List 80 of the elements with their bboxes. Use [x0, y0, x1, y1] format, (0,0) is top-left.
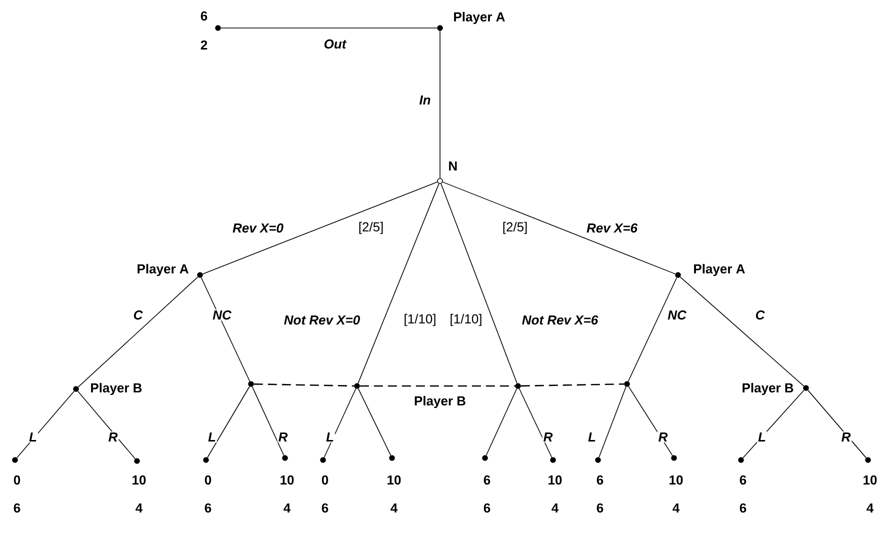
player-label: Player A [694, 264, 745, 276]
payoff: 4 [866, 504, 874, 512]
payoff: 4 [136, 504, 143, 512]
payoff: 6 [484, 503, 490, 513]
payoff: 4 [552, 504, 559, 512]
branch-line [628, 277, 678, 382]
edge-label: L [587, 432, 597, 442]
edge-label: NC [666, 309, 688, 321]
edge-label: R [107, 432, 119, 442]
branch-line [680, 276, 804, 386]
player-label: N [449, 162, 457, 170]
branch-line [78, 276, 198, 388]
edge-label: R [542, 432, 554, 442]
payoff: 6 [204, 503, 212, 513]
payoff: 6 [14, 503, 20, 513]
edge-label: NC [212, 309, 232, 321]
payoff: 10 [132, 475, 146, 485]
payoff: 6 [596, 503, 604, 513]
payoff: 6 [200, 11, 208, 21]
payoff: 10 [280, 475, 294, 485]
branch-line [628, 386, 673, 456]
payoff: 6 [740, 475, 746, 485]
edge-label: L [28, 432, 38, 442]
branch-line [202, 182, 438, 274]
edge-label: R [657, 432, 669, 442]
player-label: Player A [138, 264, 188, 276]
probability-label: [1/10] [448, 312, 484, 328]
branch-line [518, 388, 552, 458]
edge-label: Not Rev X=0 [282, 314, 362, 326]
edge-label: Not Rev X=6 [520, 314, 600, 326]
payoff: 6 [740, 503, 746, 513]
branch-line [358, 388, 392, 456]
payoff: 4 [284, 504, 291, 512]
payoff: 0 [204, 475, 212, 485]
edge-label: In [418, 94, 432, 106]
payoff: 0 [14, 475, 20, 485]
branch-line [808, 390, 867, 458]
branch-line [440, 183, 518, 384]
edge-label: L [207, 432, 217, 442]
edge-label: Rev X=6 [586, 222, 638, 234]
probability-label: [2/5] [501, 220, 529, 236]
payoff: 10 [548, 475, 562, 485]
player-label: Player A [454, 12, 505, 24]
payoff: 4 [672, 504, 680, 512]
branch-line [207, 386, 250, 458]
edge-label: L [325, 432, 335, 442]
information-set-line [360, 385, 516, 387]
branch-line [486, 388, 518, 456]
probability-label: [1/10] [402, 312, 438, 328]
branch-line [16, 390, 75, 458]
payoff: 2 [200, 40, 208, 50]
information-set-line [254, 383, 354, 387]
edge-label: Rev X=0 [232, 222, 284, 234]
edge-label: Out [322, 38, 348, 50]
branch-line [324, 388, 356, 458]
payoff: 4 [390, 504, 398, 512]
payoff: 6 [322, 503, 328, 513]
information-set-line [520, 383, 624, 387]
payoff: 6 [484, 475, 490, 485]
probability-label: [2/5] [357, 220, 385, 236]
payoff: 10 [864, 475, 877, 485]
payoff: 10 [670, 475, 683, 485]
player-label: Player B [742, 382, 794, 396]
branch-line [358, 183, 440, 384]
branch-line [200, 277, 250, 382]
edge-label: L [757, 432, 767, 442]
information-set-label: Player B [413, 394, 468, 410]
edge-label: C [132, 309, 144, 321]
payoff: 6 [596, 475, 604, 485]
edge-label: R [277, 432, 289, 442]
branch-line [252, 386, 284, 456]
branch-line [77, 390, 136, 460]
player-label: Player B [91, 382, 142, 396]
branch-line [442, 182, 676, 274]
payoff: 0 [322, 475, 328, 485]
branch-line [598, 386, 626, 458]
payoff: 10 [388, 475, 401, 485]
branch-line [742, 390, 804, 458]
edge-label: R [840, 432, 852, 442]
edge-label: C [754, 309, 766, 321]
